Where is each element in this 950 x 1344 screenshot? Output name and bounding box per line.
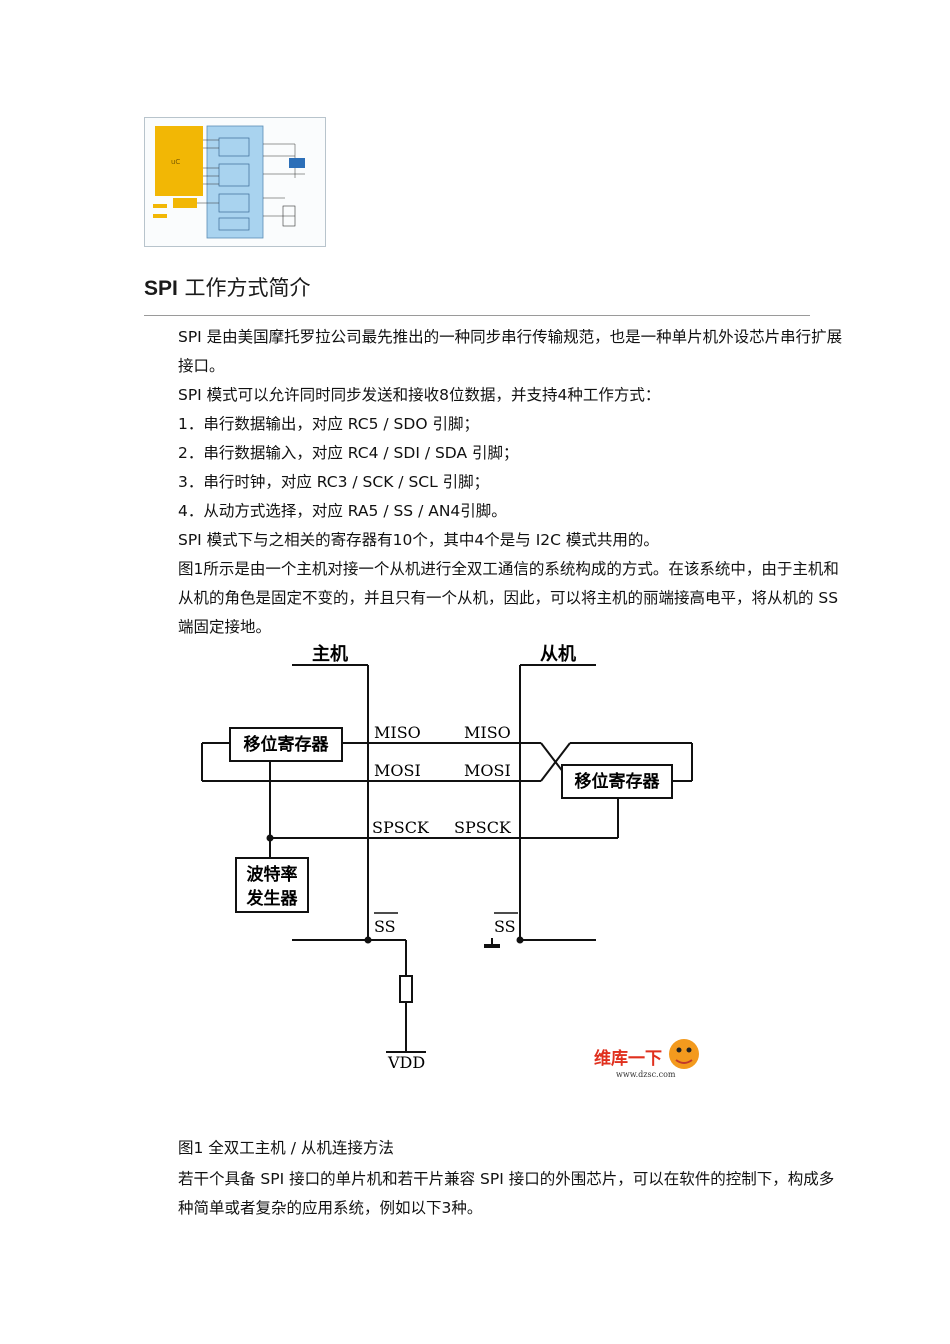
pullup-resistor (399, 975, 413, 1003)
thumb-wires (197, 139, 305, 217)
slave-shift-register-label: 移位寄存器 (575, 771, 661, 792)
baud-gen-line2: 发生器 (246, 888, 299, 909)
figure-1: 移位寄存器 移位寄存器 波特率 发生器 主机 从机 MISO MISO MOSI… (196, 640, 756, 1100)
paragraph-closing: 若干个具备 SPI 接口的单片机和若干片兼容 SPI 接口的外围芯片，可以在软件… (178, 1170, 835, 1217)
thumb-chip-label: uC (171, 158, 180, 166)
master-shift-register-label: 移位寄存器 (244, 734, 330, 755)
thumb-chip (155, 126, 203, 196)
junction-spsck (266, 834, 274, 842)
figure-caption: 图1 全双工主机 / 从机连接方法 (178, 1139, 394, 1157)
heading-text: 工作方式简介 (177, 276, 311, 300)
thumb-block-1 (218, 137, 250, 157)
paragraph-modes: SPI 模式可以允许同时同步发送和接收8位数据，并支持4种工作方式： (178, 386, 661, 404)
watermark-mascot-icon (669, 1039, 699, 1069)
thumb-pin-1 (153, 204, 167, 208)
junction-master-ss (364, 936, 372, 944)
figure-svg: 移位寄存器 移位寄存器 波特率 发生器 主机 从机 MISO MISO MOSI… (201, 643, 699, 1079)
thumb-block-4 (218, 217, 250, 231)
thumb-pin-2 (153, 214, 167, 218)
thumb-opto (289, 158, 305, 168)
slave-shift-register (561, 764, 673, 799)
slave-spsck-label: SPSCK (454, 818, 512, 837)
slave-miso-label: MISO (464, 723, 511, 742)
paragraph-registers: SPI 模式下与之相关的寄存器有10个，其中4个是与 I2C 模式共用的。 (178, 531, 659, 549)
baud-gen-line1: 波特率 (247, 864, 298, 885)
junction-slave-ss (516, 936, 524, 944)
list-item-2: 2．串行数据输入，对应 RC4 / SDI / SDA 引脚； (178, 444, 519, 462)
watermark-url: www.dzsc.com (616, 1070, 676, 1079)
heading-latin: SPI (144, 277, 178, 300)
slave-label: 从机 (540, 644, 576, 665)
heading-divider (144, 315, 810, 316)
baud-rate-generator (235, 857, 309, 913)
master-shift-register (229, 727, 343, 762)
thumb-board (206, 125, 264, 239)
slave-ss-label: SS (494, 917, 516, 936)
master-label: 主机 (312, 643, 348, 665)
list-item-3: 3．串行时钟，对应 RC3 / SCK / SCL 引脚； (178, 473, 490, 491)
watermark-text: 维库一下 (594, 1048, 662, 1069)
master-mosi-label: MOSI (374, 761, 421, 780)
list-item-4: 4．从动方式选择，对应 RA5 / SS / AN4引脚。 (178, 502, 507, 520)
vdd-label: VDD (387, 1053, 425, 1072)
paragraph-intro: SPI 是由美国摩托罗拉公司最先推出的一种同步串行传输规范，也是一种单片机外设芯… (178, 328, 843, 375)
thumbnail-diagram: uC (144, 117, 326, 247)
paragraph-figure-intro: 图1所示是由一个主机对接一个从机进行全双工通信的系统构成的方式。在该系统中，由于… (178, 560, 839, 636)
master-miso-label: MISO (374, 723, 421, 742)
thumb-block-2 (218, 163, 250, 187)
thumb-small-chip (173, 198, 197, 208)
master-ss-label: SS (374, 917, 396, 936)
thumb-connector (282, 205, 296, 227)
watermark: 维库一下 www.dzsc.com (594, 1039, 699, 1079)
slave-mosi-label: MOSI (464, 761, 511, 780)
section-heading: SPI 工作方式简介 (144, 272, 311, 302)
thumbnail-svg: uC (153, 125, 305, 239)
list-item-1: 1．串行数据输出，对应 RC5 / SDO 引脚； (178, 415, 479, 433)
master-spsck-label: SPSCK (372, 818, 430, 837)
